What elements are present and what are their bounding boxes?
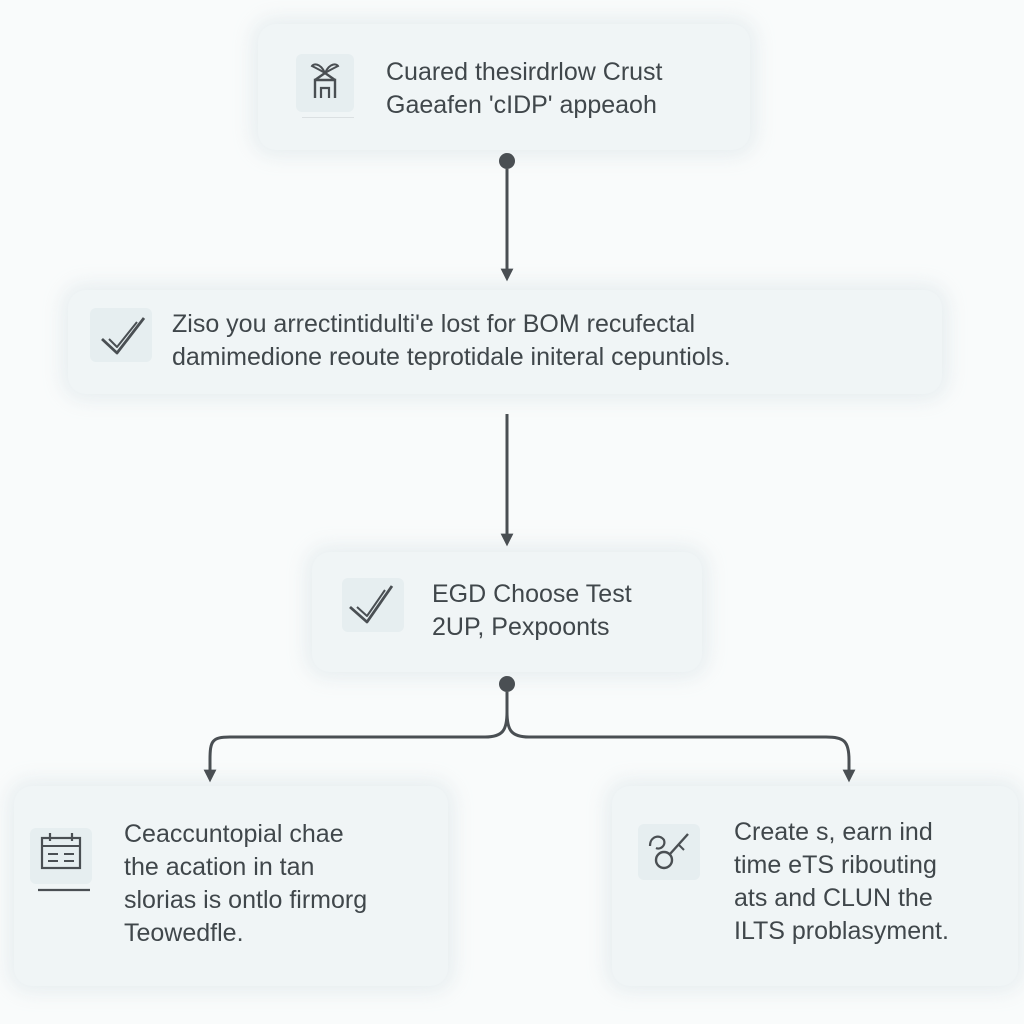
node-third-card: EGD Choose Test 2UP, Pexpoonts: [312, 552, 702, 672]
building-plant-icon: [292, 52, 358, 118]
node-left-line-1: Ceaccuntopial chae: [124, 820, 344, 848]
calendar-icon: [28, 826, 94, 892]
node-second-line-2: damimedione reoute teprotidale initeral …: [172, 343, 731, 371]
node-third-line-2: 2UP, Pexpoonts: [432, 613, 610, 641]
key-check-icon: [636, 822, 702, 888]
node-right-line-3: ats and CLUN the: [734, 884, 933, 912]
node-top-text: Cuared thesirdrlow Crust Gaeafen 'cIDP' …: [386, 56, 663, 122]
node-third-line-1: EGD Choose Test: [432, 580, 632, 608]
node-left-line-4: Teowedfle.: [124, 919, 244, 947]
node-left-card: Ceaccuntopial chae the acation in tan sl…: [14, 786, 448, 986]
node-second-text: Ziso you arrectintidulti'e lost for BOM …: [172, 308, 731, 374]
checkmark-icon: [340, 576, 406, 642]
node-left-text: Ceaccuntopial chae the acation in tan sl…: [124, 818, 367, 950]
node-second-card: Ziso you arrectintidulti'e lost for BOM …: [68, 290, 942, 394]
node-right-line-2: time eTS ribouting: [734, 851, 937, 879]
node-top-card: Cuared thesirdrlow Crust Gaeafen 'cIDP' …: [258, 24, 750, 150]
node-left-line-3: slorias is ontlo firmorg: [124, 886, 368, 914]
node-right-text: Create s, earn ind time eTS ribouting at…: [734, 816, 949, 948]
checkmark-icon: [88, 306, 154, 372]
node-right-card: Create s, earn ind time eTS ribouting at…: [612, 786, 1018, 986]
node-right-line-4: ILTS problasyment.: [734, 917, 949, 945]
node-second-line-1: Ziso you arrectintidulti'e lost for BOM …: [172, 310, 696, 338]
node-top-line-2: Gaeafen 'cIDP' appeaoh: [386, 91, 657, 119]
node-right-line-1: Create s, earn ind: [734, 818, 933, 846]
node-third-text: EGD Choose Test 2UP, Pexpoonts: [432, 578, 632, 644]
node-left-line-2: the acation in tan: [124, 853, 315, 881]
node-top-line-1: Cuared thesirdrlow Crust: [386, 58, 663, 86]
